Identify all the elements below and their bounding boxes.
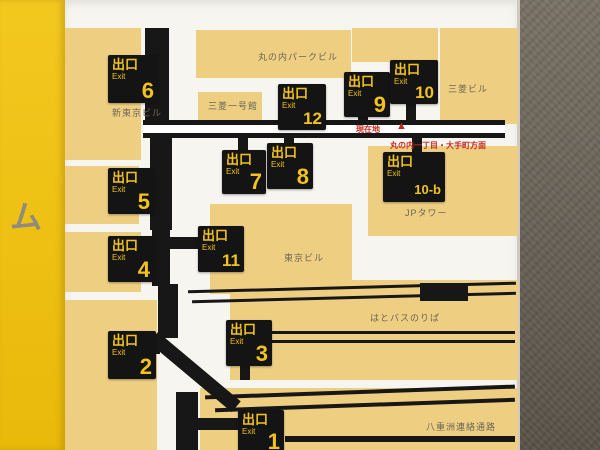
exit-sign-7: 出口 Exit 7 <box>222 150 266 194</box>
walkway-stub <box>284 136 294 145</box>
walkway-stub <box>406 102 416 122</box>
exit-en: Exit <box>271 159 285 169</box>
exit-sign-10b: 出口 Exit 10-b <box>383 152 445 202</box>
exit-number: 3 <box>255 341 268 366</box>
exit-kanji: 出口 <box>112 57 139 72</box>
walkway-path <box>158 284 178 338</box>
exit-sign-1: 出口 Exit 1 <box>238 410 284 450</box>
exit-kanji: 出口 <box>394 62 421 77</box>
exit-kanji: 出口 <box>230 322 257 337</box>
exit-sign-10: 出口 Exit 10 <box>390 60 438 104</box>
passage-line <box>285 436 515 442</box>
direction-label: 丸の内一丁目・大手町方面 <box>390 141 486 150</box>
walkway-stub <box>358 115 368 122</box>
exit-en: Exit <box>202 242 216 252</box>
walkway-stub <box>168 237 202 249</box>
exit-kanji: 出口 <box>112 170 139 185</box>
exit-sign-5: 出口 Exit 5 <box>108 168 154 214</box>
exit-sign-12: 出口 Exit 12 <box>278 84 326 130</box>
exit-number: 4 <box>137 257 150 282</box>
exit-number: 12 <box>303 109 322 128</box>
exit-number: 9 <box>373 92 386 117</box>
building-label-shin-tokyo: 新東京ビル <box>112 108 163 118</box>
exit-en: Exit <box>112 347 126 357</box>
exit-kanji: 出口 <box>202 228 229 243</box>
exit-number: 7 <box>249 169 262 194</box>
exit-en: Exit <box>112 71 126 81</box>
walkway-path <box>152 228 170 286</box>
exit-sign-8: 出口 Exit 8 <box>267 143 313 189</box>
exit-kanji: 出口 <box>387 154 414 169</box>
exit-sign-6: 出口 Exit 6 <box>108 55 158 103</box>
exit-en: Exit <box>282 100 296 110</box>
walkway-path <box>150 138 172 230</box>
walkway-stub <box>240 364 250 380</box>
walkway-stub <box>196 418 242 430</box>
building-label-tokyo-bldg: 東京ビル <box>284 253 325 263</box>
wall-background <box>520 0 600 450</box>
building-label-yaesu-passage: 八重洲連絡通路 <box>426 422 497 432</box>
exit-kanji: 出口 <box>112 333 139 348</box>
exit-sign-11: 出口 Exit 11 <box>198 226 244 272</box>
exit-number: 11 <box>222 251 240 270</box>
exit-en: Exit <box>348 88 362 98</box>
sign-frame: ム <box>0 0 65 450</box>
exit-number: 2 <box>139 354 152 379</box>
exit-en: Exit <box>226 166 240 176</box>
building-block <box>352 28 438 62</box>
exit-kanji: 出口 <box>226 152 253 167</box>
exit-en: Exit <box>242 426 256 436</box>
exit-kanji: 出口 <box>282 86 309 101</box>
exit-en: Exit <box>387 168 401 178</box>
exit-sign-2: 出口 Exit 2 <box>108 331 156 379</box>
exit-en: Exit <box>230 336 244 346</box>
exit-number: 10-b <box>414 182 441 197</box>
exit-number: 1 <box>267 429 280 450</box>
walkway-stub <box>238 136 248 152</box>
building-label-jp-tower: JPタワー <box>405 208 448 218</box>
current-location-label: 現在地 <box>356 125 380 134</box>
building-label-ichigokan: 三菱一号館 <box>208 101 259 111</box>
exit-en: Exit <box>112 184 126 194</box>
passage-line <box>252 340 515 343</box>
walkway-stub <box>412 136 422 154</box>
exit-en: Exit <box>394 76 408 86</box>
building-label-mitsubishi: 三菱ビル <box>448 84 489 94</box>
exit-en: Exit <box>112 252 126 262</box>
exit-sign-9: 出口 Exit 9 <box>344 72 390 117</box>
current-location-triangle-icon: ▲ <box>396 120 407 132</box>
exit-kanji: 出口 <box>242 412 269 427</box>
building-label-marunouchi-park: 丸の内パークビル <box>258 52 339 62</box>
exit-number: 8 <box>296 164 309 189</box>
building-block <box>440 28 518 124</box>
exit-kanji: 出口 <box>271 145 298 160</box>
building-block <box>196 30 351 78</box>
exit-number: 5 <box>137 189 150 214</box>
exit-sign-4: 出口 Exit 4 <box>108 236 154 282</box>
exit-number: 6 <box>141 78 154 103</box>
building-label-hato-bus: はとバスのりば <box>370 313 441 323</box>
exit-kanji: 出口 <box>348 74 375 89</box>
frame-partial-text: ム <box>10 199 43 235</box>
exit-kanji: 出口 <box>112 238 139 253</box>
passage-line <box>250 331 515 334</box>
exit-number: 10 <box>415 83 434 102</box>
structure-block <box>420 283 468 301</box>
walkway-path <box>176 392 198 450</box>
exit-sign-3: 出口 Exit 3 <box>226 320 272 366</box>
